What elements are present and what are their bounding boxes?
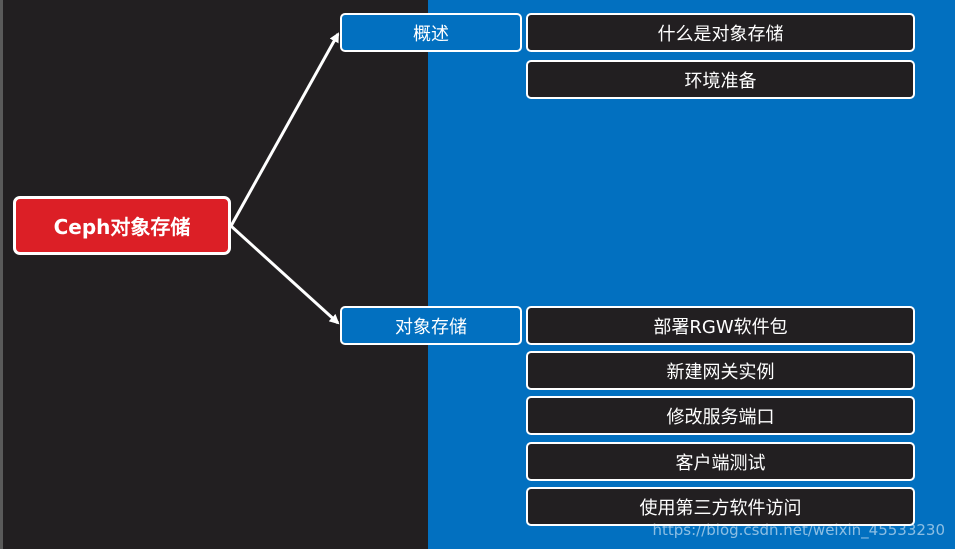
left-background-panel bbox=[0, 0, 428, 549]
leaf-node-deploy-rgw[interactable]: 部署RGW软件包 bbox=[526, 306, 915, 345]
watermark-url: https://blog.csdn.net/weixin_45533230 bbox=[652, 521, 945, 539]
leaf-node-what-is-object-storage[interactable]: 什么是对象存储 bbox=[526, 13, 915, 52]
root-node[interactable]: Ceph对象存储 bbox=[13, 196, 231, 255]
left-edge-border bbox=[0, 0, 3, 549]
leaf-node-new-gateway-instance[interactable]: 新建网关实例 bbox=[526, 351, 915, 390]
leaf-node-modify-service-port[interactable]: 修改服务端口 bbox=[526, 396, 915, 435]
leaf-node-client-test[interactable]: 客户端测试 bbox=[526, 442, 915, 481]
leaf-node-environment-prep[interactable]: 环境准备 bbox=[526, 60, 915, 99]
leaf-node-third-party-access[interactable]: 使用第三方软件访问 bbox=[526, 487, 915, 526]
branch-node-object-storage[interactable]: 对象存储 bbox=[340, 306, 522, 345]
branch-node-overview[interactable]: 概述 bbox=[340, 13, 522, 52]
